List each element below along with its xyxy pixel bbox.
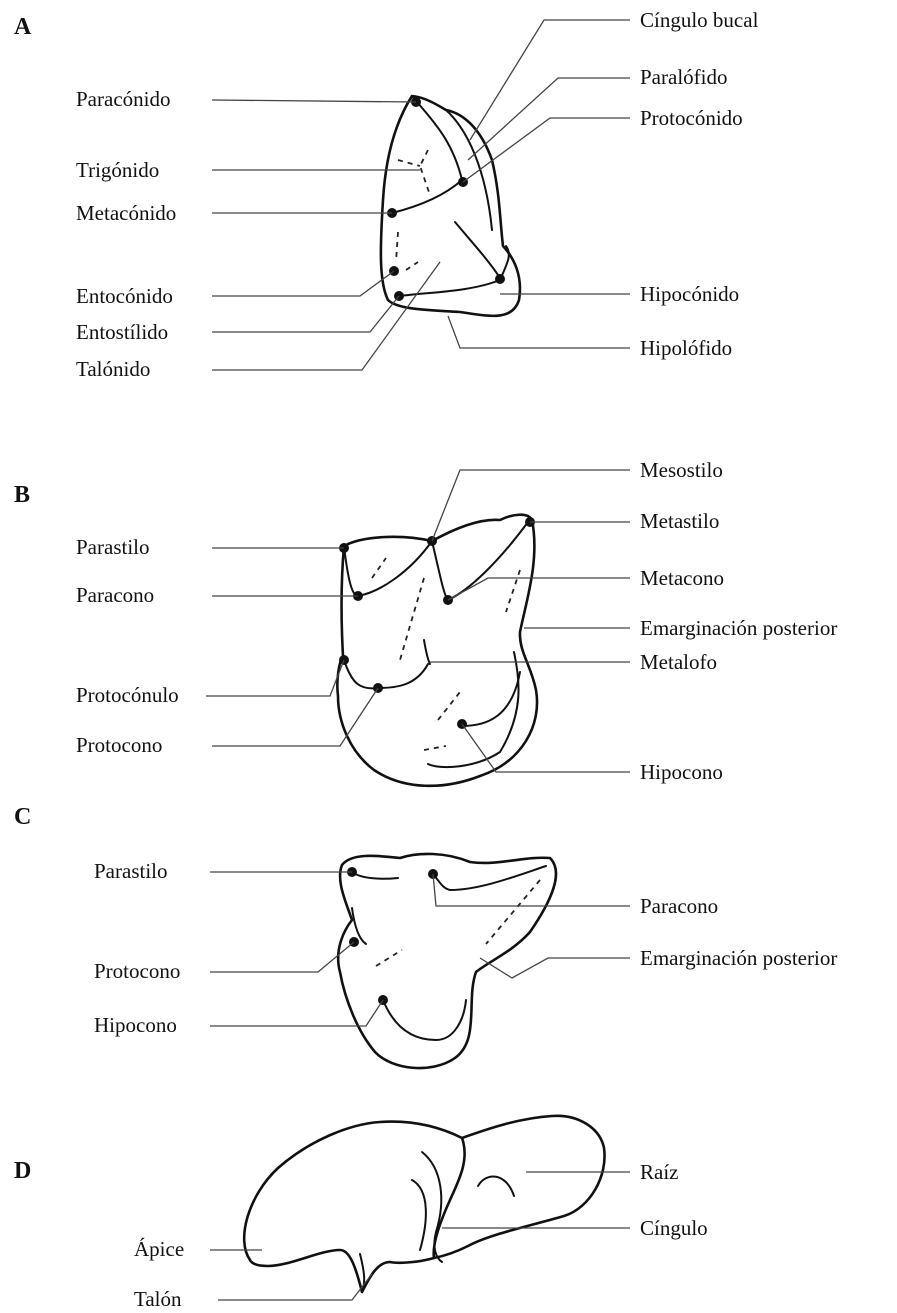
panel-c: C Parastilo Paracono Protocono Emarginac…	[14, 804, 837, 1068]
panel-c-outline	[338, 854, 556, 1068]
panel-d: D Raíz Cíngulo Ápice Talón	[14, 1116, 708, 1311]
label-mesostilo: Mesostilo	[640, 458, 723, 482]
panel-c-paracone-crest	[433, 866, 546, 890]
label-emarginacion-posterior: Emarginación posterior	[640, 946, 837, 970]
panel-a-tooth	[381, 96, 520, 316]
panel-a-hypolophid	[400, 280, 500, 296]
panel-a-talonid-dashes	[396, 232, 418, 270]
panel-a-crest	[412, 96, 462, 180]
panel-d-root-fold	[478, 1177, 514, 1196]
panel-b-leaders	[206, 470, 630, 772]
label-protoconulo: Protocónulo	[76, 683, 179, 707]
label-metacono: Metacono	[640, 566, 724, 590]
label-parastilo: Parastilo	[76, 535, 150, 559]
panel-b-trigon-dashes	[372, 558, 520, 660]
panel-a-talonid-ridge	[455, 222, 500, 278]
panel-a: A	[14, 8, 759, 381]
panel-b-protocone-crest	[344, 660, 428, 688]
label-paracono: Paracono	[76, 583, 154, 607]
label-talonido: Talónido	[76, 357, 150, 381]
panel-d-tooth	[244, 1116, 604, 1292]
label-raiz: Raíz	[640, 1160, 678, 1184]
label-talon: Talón	[134, 1287, 182, 1311]
panel-a-cingulum-edge	[446, 110, 492, 230]
label-hipocono: Hipocono	[94, 1013, 177, 1037]
panel-d-leaders	[210, 1172, 630, 1300]
label-hipoconido: Hipocónido	[640, 282, 739, 306]
label-parastilo: Parastilo	[94, 859, 168, 883]
panel-b-talon-dashes	[424, 692, 460, 750]
panel-b-outline	[337, 515, 537, 786]
panel-d-letter: D	[14, 1158, 31, 1184]
panel-c-tooth	[338, 854, 556, 1068]
panel-a-paralophid	[392, 180, 462, 213]
label-hipocono: Hipocono	[640, 760, 723, 784]
panel-c-posterior-dashes	[376, 880, 540, 966]
label-entoconido: Entocónido	[76, 284, 173, 308]
label-paraconido: Paracónido	[76, 87, 170, 111]
label-paracono: Paracono	[640, 894, 718, 918]
label-cingulo: Cíngulo	[640, 1216, 708, 1240]
label-cingulo-bucal: Cíngulo bucal	[640, 8, 759, 32]
label-metalofo: Metalofo	[640, 650, 717, 674]
label-protocono: Protocono	[76, 733, 162, 757]
panel-d-cingulum-inner	[412, 1180, 426, 1250]
label-protocono: Protocono	[94, 959, 180, 983]
label-trigonido: Trigónido	[76, 158, 159, 182]
panel-b-paracone-crest	[344, 541, 432, 596]
label-protoconido: Protocónido	[640, 106, 743, 130]
panel-b-letter: B	[14, 482, 30, 508]
panel-c-leaders	[210, 872, 630, 1026]
panel-a-trigonid-dashes	[398, 150, 430, 195]
panel-b: B	[14, 458, 837, 786]
label-emarginacion-posterior: Emarginación posterior	[640, 616, 837, 640]
label-metastilo: Metastilo	[640, 509, 719, 533]
panel-c-parastyle-crest	[352, 872, 398, 879]
panel-b-tooth	[337, 515, 537, 786]
panel-b-hypocone-crest	[462, 672, 520, 726]
label-entostilido: Entostílido	[76, 320, 168, 344]
hypoconid-point	[495, 274, 505, 284]
label-hipolofido: Hipolófido	[640, 336, 732, 360]
panel-d-crown-outline	[244, 1122, 464, 1292]
panel-a-letter: A	[14, 14, 32, 40]
label-metaconido: Metacónido	[76, 201, 176, 225]
panel-b-metaloph	[424, 640, 430, 664]
panel-a-leaders	[212, 20, 630, 370]
panel-c-hypocone-crest	[383, 1000, 466, 1040]
label-paralofido: Paralófido	[640, 65, 727, 89]
panel-c-letter: C	[14, 804, 31, 830]
label-apice: Ápice	[134, 1237, 184, 1261]
